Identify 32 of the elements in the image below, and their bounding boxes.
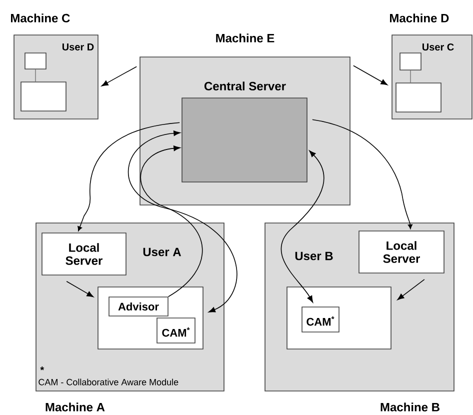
module-label: CAM$^{*}$ [306,316,334,326]
footnote-text: CAM - Collaborative Aware Module [38,378,178,386]
machine-label: Machine E [216,34,274,42]
user-label: User D [62,44,94,50]
arrow [101,66,137,86]
arrow [128,130,238,312]
arrow [78,122,180,232]
user-label: User A [143,248,181,256]
user-label: User C [422,43,454,51]
arrow [353,65,388,86]
machine-label: Machine A [46,402,105,412]
machine-label: Machine D [390,14,449,22]
local-server-label: Local Server [66,243,102,265]
connector-line [35,69,36,82]
window-box [400,52,422,70]
window-box [24,52,46,70]
advisor-label: Advisor [118,302,159,311]
arrow [140,146,203,297]
user-label: User B [295,252,333,260]
window-box [20,82,66,112]
local-server-label: Local Server [383,241,420,263]
machine-label: Machine C [11,14,70,22]
arrow [397,279,425,300]
arrow [312,119,412,230]
footnote-mark: * [40,366,44,370]
module-label: CAM$^{*}$ [162,327,190,337]
arrow [66,281,94,298]
server-label: Central Server [204,82,286,90]
arrow [280,150,324,303]
machine-label: Machine B [380,402,440,412]
connector-line [410,70,411,83]
window-box [396,82,442,112]
